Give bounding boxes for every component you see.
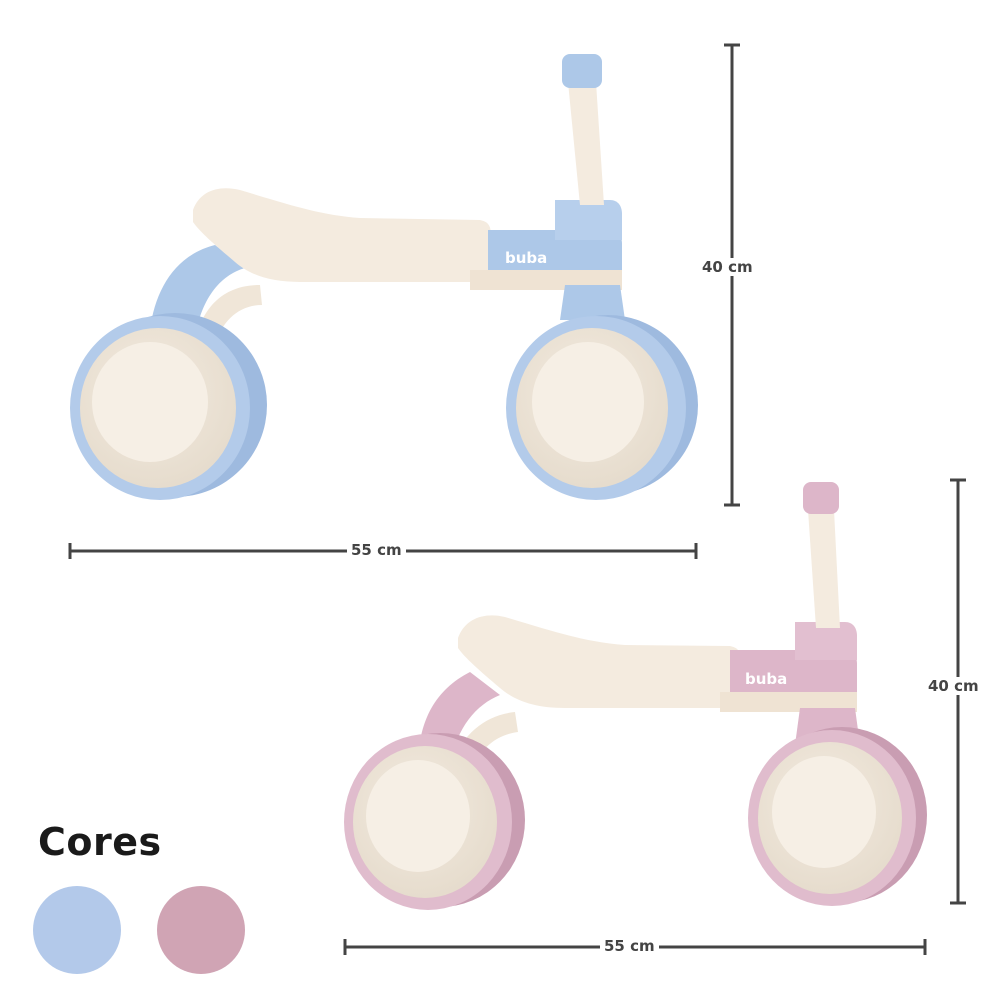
pink-front-wheel [748,727,927,906]
blue-rear-wheel [70,313,267,500]
blue-head-block [488,230,622,278]
blue-handle-grip [562,54,602,88]
pink-balance-bike: buba [344,482,927,910]
blue-height-label: 40 cm [698,258,757,276]
colors-title: Cores [38,820,162,864]
pink-length-label: 55 cm [600,937,659,955]
pink-handlebar-stem [808,510,840,628]
blue-balance-bike: buba [70,54,698,500]
pink-seat [458,615,741,708]
pink-rear-wheel [344,733,525,910]
blue-length-label: 55 cm [347,541,406,559]
pink-brand-logo: buba [745,670,787,688]
blue-seat [193,188,491,282]
blue-handlebar-stem [568,82,604,205]
pink-handle-grip [803,482,839,514]
blue-brand-logo: buba [505,249,547,267]
pink-height-label: 40 cm [924,677,983,695]
pink-head-block [730,650,857,700]
color-swatch-blue[interactable] [33,886,121,974]
blue-front-wheel [506,315,698,500]
color-swatch-pink[interactable] [157,886,245,974]
